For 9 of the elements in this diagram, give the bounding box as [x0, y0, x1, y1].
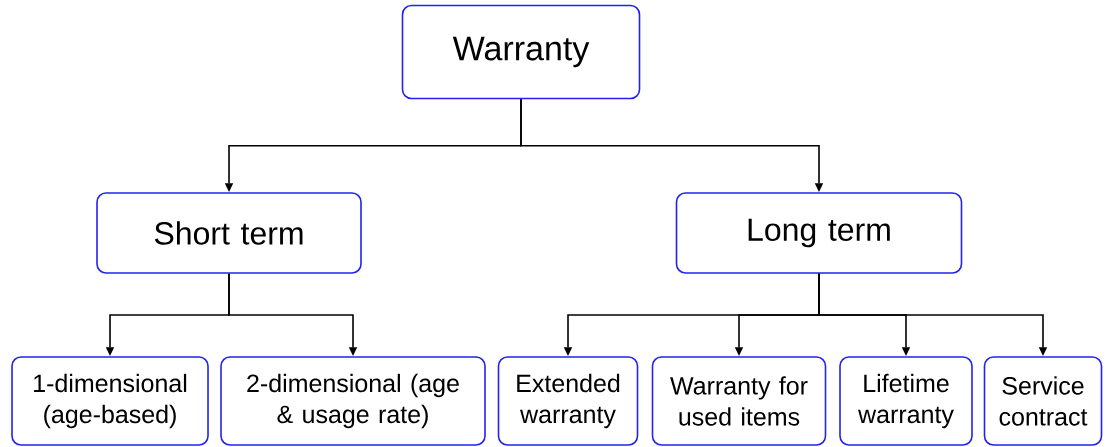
- category-box: 1-dimensional (age-based): [11, 356, 209, 446]
- category-box: Service contract: [983, 356, 1103, 446]
- category-box: Warranty: [401, 4, 641, 100]
- category-box: Lifetime warranty: [839, 356, 973, 446]
- category-box: Warranty for used items: [651, 356, 827, 446]
- category-box: Short term: [96, 192, 362, 274]
- category-box: Extended warranty: [497, 356, 639, 446]
- category-box: 2-dimensional (age & usage rate): [220, 356, 486, 446]
- category-box: Long term: [675, 192, 963, 274]
